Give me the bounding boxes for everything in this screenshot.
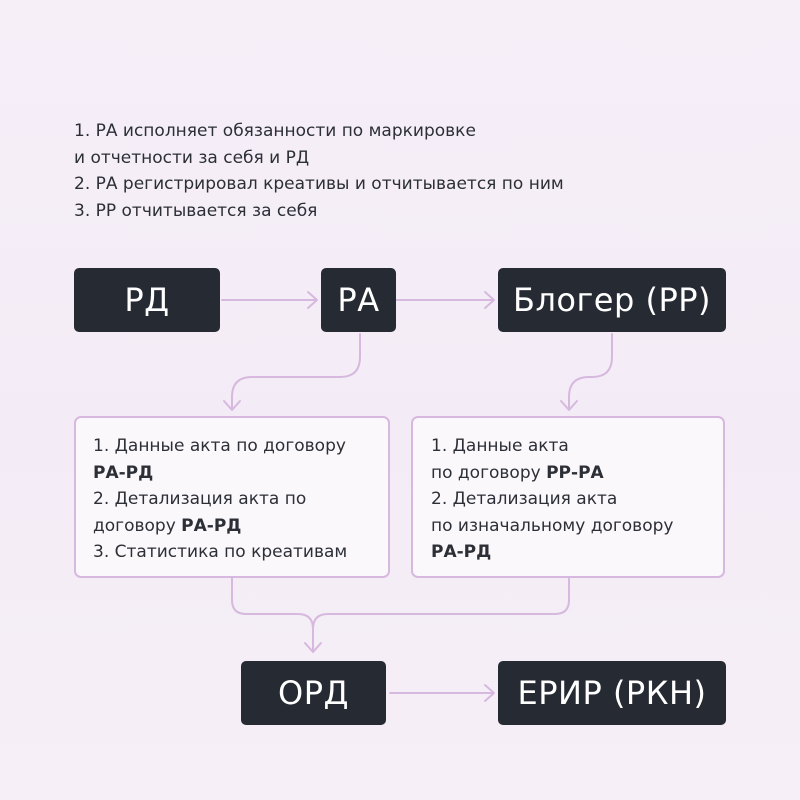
note-line-4: 3. РР отчитывается за себя [74,200,318,221]
note-line-2: и отчетности за себя и РД [74,147,310,168]
right-box-line-4: по изначальному договору [431,515,674,536]
arrowhead-blogger-rightbox [560,400,578,411]
arrowhead-rd-ra [307,291,318,309]
left-box-line-2: РА-РД [93,462,154,483]
left-box-line-3: 2. Детализация акта по [93,489,307,509]
arrowhead-ord [304,642,322,653]
right-box-line-2-bold: РР-РА [546,462,604,483]
note-line-3: 2. РА регистрировал креативы и отчитывае… [74,174,564,194]
left-box-line-4-bold: РА-РД [181,515,242,536]
node-ra: РА [321,268,396,332]
arrow-ra-leftbox [231,333,361,410]
arrowhead-ra-leftbox [223,400,241,411]
left-box-line-1: 1. Данные акта по договору [93,436,346,456]
info-box-left: 1. Данные акта по договору РА-РД 2. Дета… [74,416,390,578]
node-ord: ОРД [241,661,386,725]
arrow-leftbox-ord [231,577,314,653]
arrowhead-ra-blogger [484,291,495,309]
right-box-line-5: РА-РД [431,542,492,562]
right-box-line-2: по договору РР-РА [431,460,723,487]
arrow-blogger-rightbox [568,333,613,410]
info-box-right: 1. Данные акта по договору РР-РА 2. Дета… [411,416,725,578]
notes: 1. РА исполняет обязанности по маркировк… [74,118,674,224]
node-blogger: Блогер (РР) [498,268,726,332]
right-box-line-1: 1. Данные акта [431,436,569,456]
arrowhead-ord-erir [484,684,495,702]
left-box-line-4-prefix: договору [93,515,182,536]
right-box-line-2-prefix: по договору [431,462,547,483]
node-erir: ЕРИР (РКН) [498,661,726,725]
left-box-line-4: договору РА-РД [93,513,388,540]
right-box-line-3: 2. Детализация акта [431,489,618,509]
note-line-1: 1. РА исполняет обязанности по маркировк… [74,121,476,141]
left-box-line-5: 3. Статистика по креативам [93,542,348,562]
arrow-rightbox-ord [312,577,570,630]
node-rd: РД [74,268,220,332]
